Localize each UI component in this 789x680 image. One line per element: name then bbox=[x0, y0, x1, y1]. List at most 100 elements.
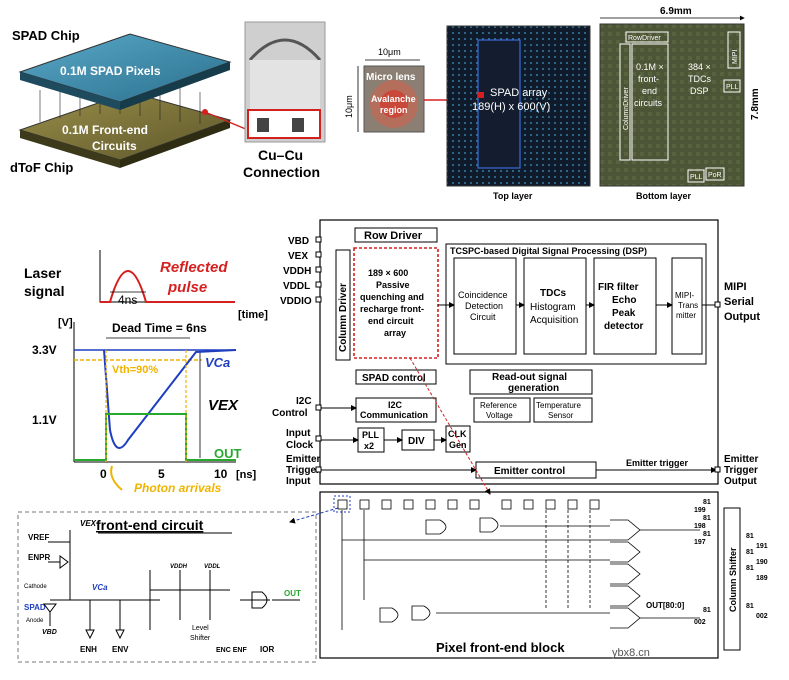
vref-label: VREF bbox=[28, 533, 49, 542]
volt-unit-label: [V] bbox=[58, 317, 73, 329]
tdc-count-line2: TDCs bbox=[688, 74, 711, 84]
fe-out-label: OUT bbox=[284, 589, 301, 598]
readout-line2: generation bbox=[508, 383, 559, 394]
mipi-tx-line3: mitter bbox=[676, 311, 696, 320]
laser-signal-line2: signal bbox=[24, 283, 64, 299]
vth-label: Vth=90% bbox=[112, 364, 158, 376]
reflected-pulse-curve bbox=[100, 270, 235, 303]
micro-lens-label: Micro lens bbox=[366, 72, 416, 83]
fir-line2: Echo bbox=[612, 295, 636, 306]
enpr-label: ENPR bbox=[28, 553, 50, 562]
dsp-title: TCSPC-based Digital Signal Processing (D… bbox=[450, 246, 647, 256]
cathode-label: Cathode bbox=[24, 584, 47, 590]
avalanche-label-line2: region bbox=[380, 105, 408, 115]
num-right-1: 191 bbox=[756, 543, 768, 550]
top-layer-caption: Top layer bbox=[493, 191, 533, 201]
vex-label: VEX bbox=[208, 397, 239, 414]
bottom-layer-caption: Bottom layer bbox=[636, 191, 692, 201]
photon-arrivals-label: Photon arrivals bbox=[134, 481, 222, 495]
ior-label: IOR bbox=[260, 645, 274, 654]
pin-vddl: VDDL bbox=[283, 281, 310, 292]
pixel-array-box bbox=[353, 247, 439, 359]
num-right-3: 190 bbox=[756, 559, 768, 566]
pin-vex: VEX bbox=[288, 251, 308, 262]
frontend-count-line1: 0.1M × bbox=[636, 62, 664, 72]
vca-curve bbox=[103, 349, 237, 449]
cucu-cross-section: Cu–Cu Connection bbox=[243, 21, 326, 180]
por-label: PoR bbox=[708, 172, 722, 179]
cucu-label-line1: Cu–Cu bbox=[258, 147, 303, 163]
pll-right-label: PLL bbox=[726, 84, 739, 91]
emitter-in-line3: Input bbox=[286, 476, 311, 487]
array-label-line3: quenching and bbox=[360, 292, 424, 302]
pll-line1: PLL bbox=[362, 430, 380, 440]
tdcs-line3: Acquisition bbox=[530, 315, 578, 326]
row-driver-label: RowDriver bbox=[628, 35, 661, 42]
emitter-out-line1: Emitter bbox=[724, 454, 759, 465]
emitter-control-label: Emitter control bbox=[494, 466, 565, 477]
vddl-label: VDDL bbox=[204, 564, 221, 570]
temp-line2: Sensor bbox=[548, 411, 574, 420]
spad-chip-label: SPAD Chip bbox=[12, 28, 80, 43]
level-line2: Shifter bbox=[190, 635, 211, 642]
out-bus-label: OUT[80:0] bbox=[646, 601, 685, 610]
column-driver-label: ColumnDriver bbox=[623, 87, 630, 130]
coincidence-line3: Circuit bbox=[470, 312, 496, 322]
div-label: DIV bbox=[408, 436, 425, 447]
die-width-label: 6.9mm bbox=[660, 6, 692, 17]
mipi-out-line3: Output bbox=[724, 311, 760, 323]
pin-vddio: VDDIO bbox=[280, 296, 312, 307]
pixel-cells bbox=[337, 499, 600, 510]
i2c-pin-line1: I2C bbox=[296, 396, 312, 407]
emitter-in-line1: Emitter bbox=[286, 454, 321, 465]
tdc-count-line3: DSP bbox=[690, 86, 709, 96]
frontend-count-line4: circuits bbox=[634, 98, 663, 108]
out-label: OUT bbox=[214, 446, 242, 461]
tdc-count-line1: 384 × bbox=[688, 62, 711, 72]
laser-signal-line1: Laser bbox=[24, 265, 62, 281]
clk-line1: CLK bbox=[448, 429, 467, 439]
vbd-label: VBD bbox=[42, 629, 57, 636]
pin-vbd: VBD bbox=[288, 236, 309, 247]
dead-time-label: Dead Time = 6ns bbox=[112, 321, 207, 335]
v11-label: 1.1V bbox=[32, 413, 57, 427]
i2c-pin-line2: Control bbox=[272, 408, 308, 419]
tdcs-line2: Histogram bbox=[530, 302, 576, 313]
tdcs-line1: TDCs bbox=[540, 288, 567, 299]
pulse-width-label: 4ns bbox=[118, 293, 137, 307]
spad-control-label: SPAD control bbox=[362, 373, 426, 384]
array-label-line6: array bbox=[384, 328, 406, 338]
encenf-label: ENC ENF bbox=[216, 647, 247, 654]
input-clock-line1: Input bbox=[286, 428, 311, 439]
column-driver-box-label: Column Driver bbox=[338, 283, 349, 352]
dtof-chip-label: dToF Chip bbox=[10, 160, 73, 175]
reflected-label-line2: pulse bbox=[167, 279, 207, 296]
spad-array-label-line1: SPAD array bbox=[490, 87, 548, 99]
front-end-circuit: front-end circuit VREF ENPR VEX VCa Cath… bbox=[17, 507, 339, 663]
num-left-7: 002 bbox=[694, 619, 706, 626]
x-tick-10: 10 bbox=[214, 467, 228, 481]
mipi-tx-line2: Trans bbox=[678, 301, 698, 310]
frontend-count-line3: end bbox=[642, 86, 657, 96]
frontend-count-line2: front- bbox=[638, 74, 659, 84]
column-shifter-label: Column Shifter bbox=[728, 547, 738, 612]
power-pins: VBD VEX VDDH VDDL VDDIO bbox=[280, 236, 322, 307]
num-right-7: 002 bbox=[756, 613, 768, 620]
row-driver-box-label: Row Driver bbox=[364, 230, 423, 242]
pixel-frontend-block: OUT[80:0] Column Shifter 81 199 81 198 8… bbox=[319, 491, 768, 659]
num-left-3: 198 bbox=[694, 523, 706, 530]
num-right-2: 81 bbox=[746, 549, 754, 556]
vddh-label: VDDH bbox=[170, 564, 188, 570]
watermark: ybx8.cn bbox=[612, 647, 650, 659]
time-unit-label: [time] bbox=[238, 309, 268, 321]
readout-line1: Read-out signal bbox=[492, 372, 567, 383]
ref-volt-line1: Reference bbox=[480, 401, 517, 410]
bottom-layer-die: 6.9mm 7.8mm RowDriver ColumnDriver 0.1M … bbox=[599, 6, 761, 201]
mipi-block-label: MIPI bbox=[732, 50, 739, 64]
array-label-line4: recharge front- bbox=[360, 304, 424, 314]
clk-line2: Gen bbox=[449, 440, 467, 450]
num-left-0: 81 bbox=[703, 499, 711, 506]
out-pulse bbox=[74, 413, 236, 461]
fir-line3: Peak bbox=[612, 308, 636, 319]
chip-block-diagram: VBD VEX VDDH VDDL VDDIO Row Driver Colum… bbox=[272, 219, 760, 495]
